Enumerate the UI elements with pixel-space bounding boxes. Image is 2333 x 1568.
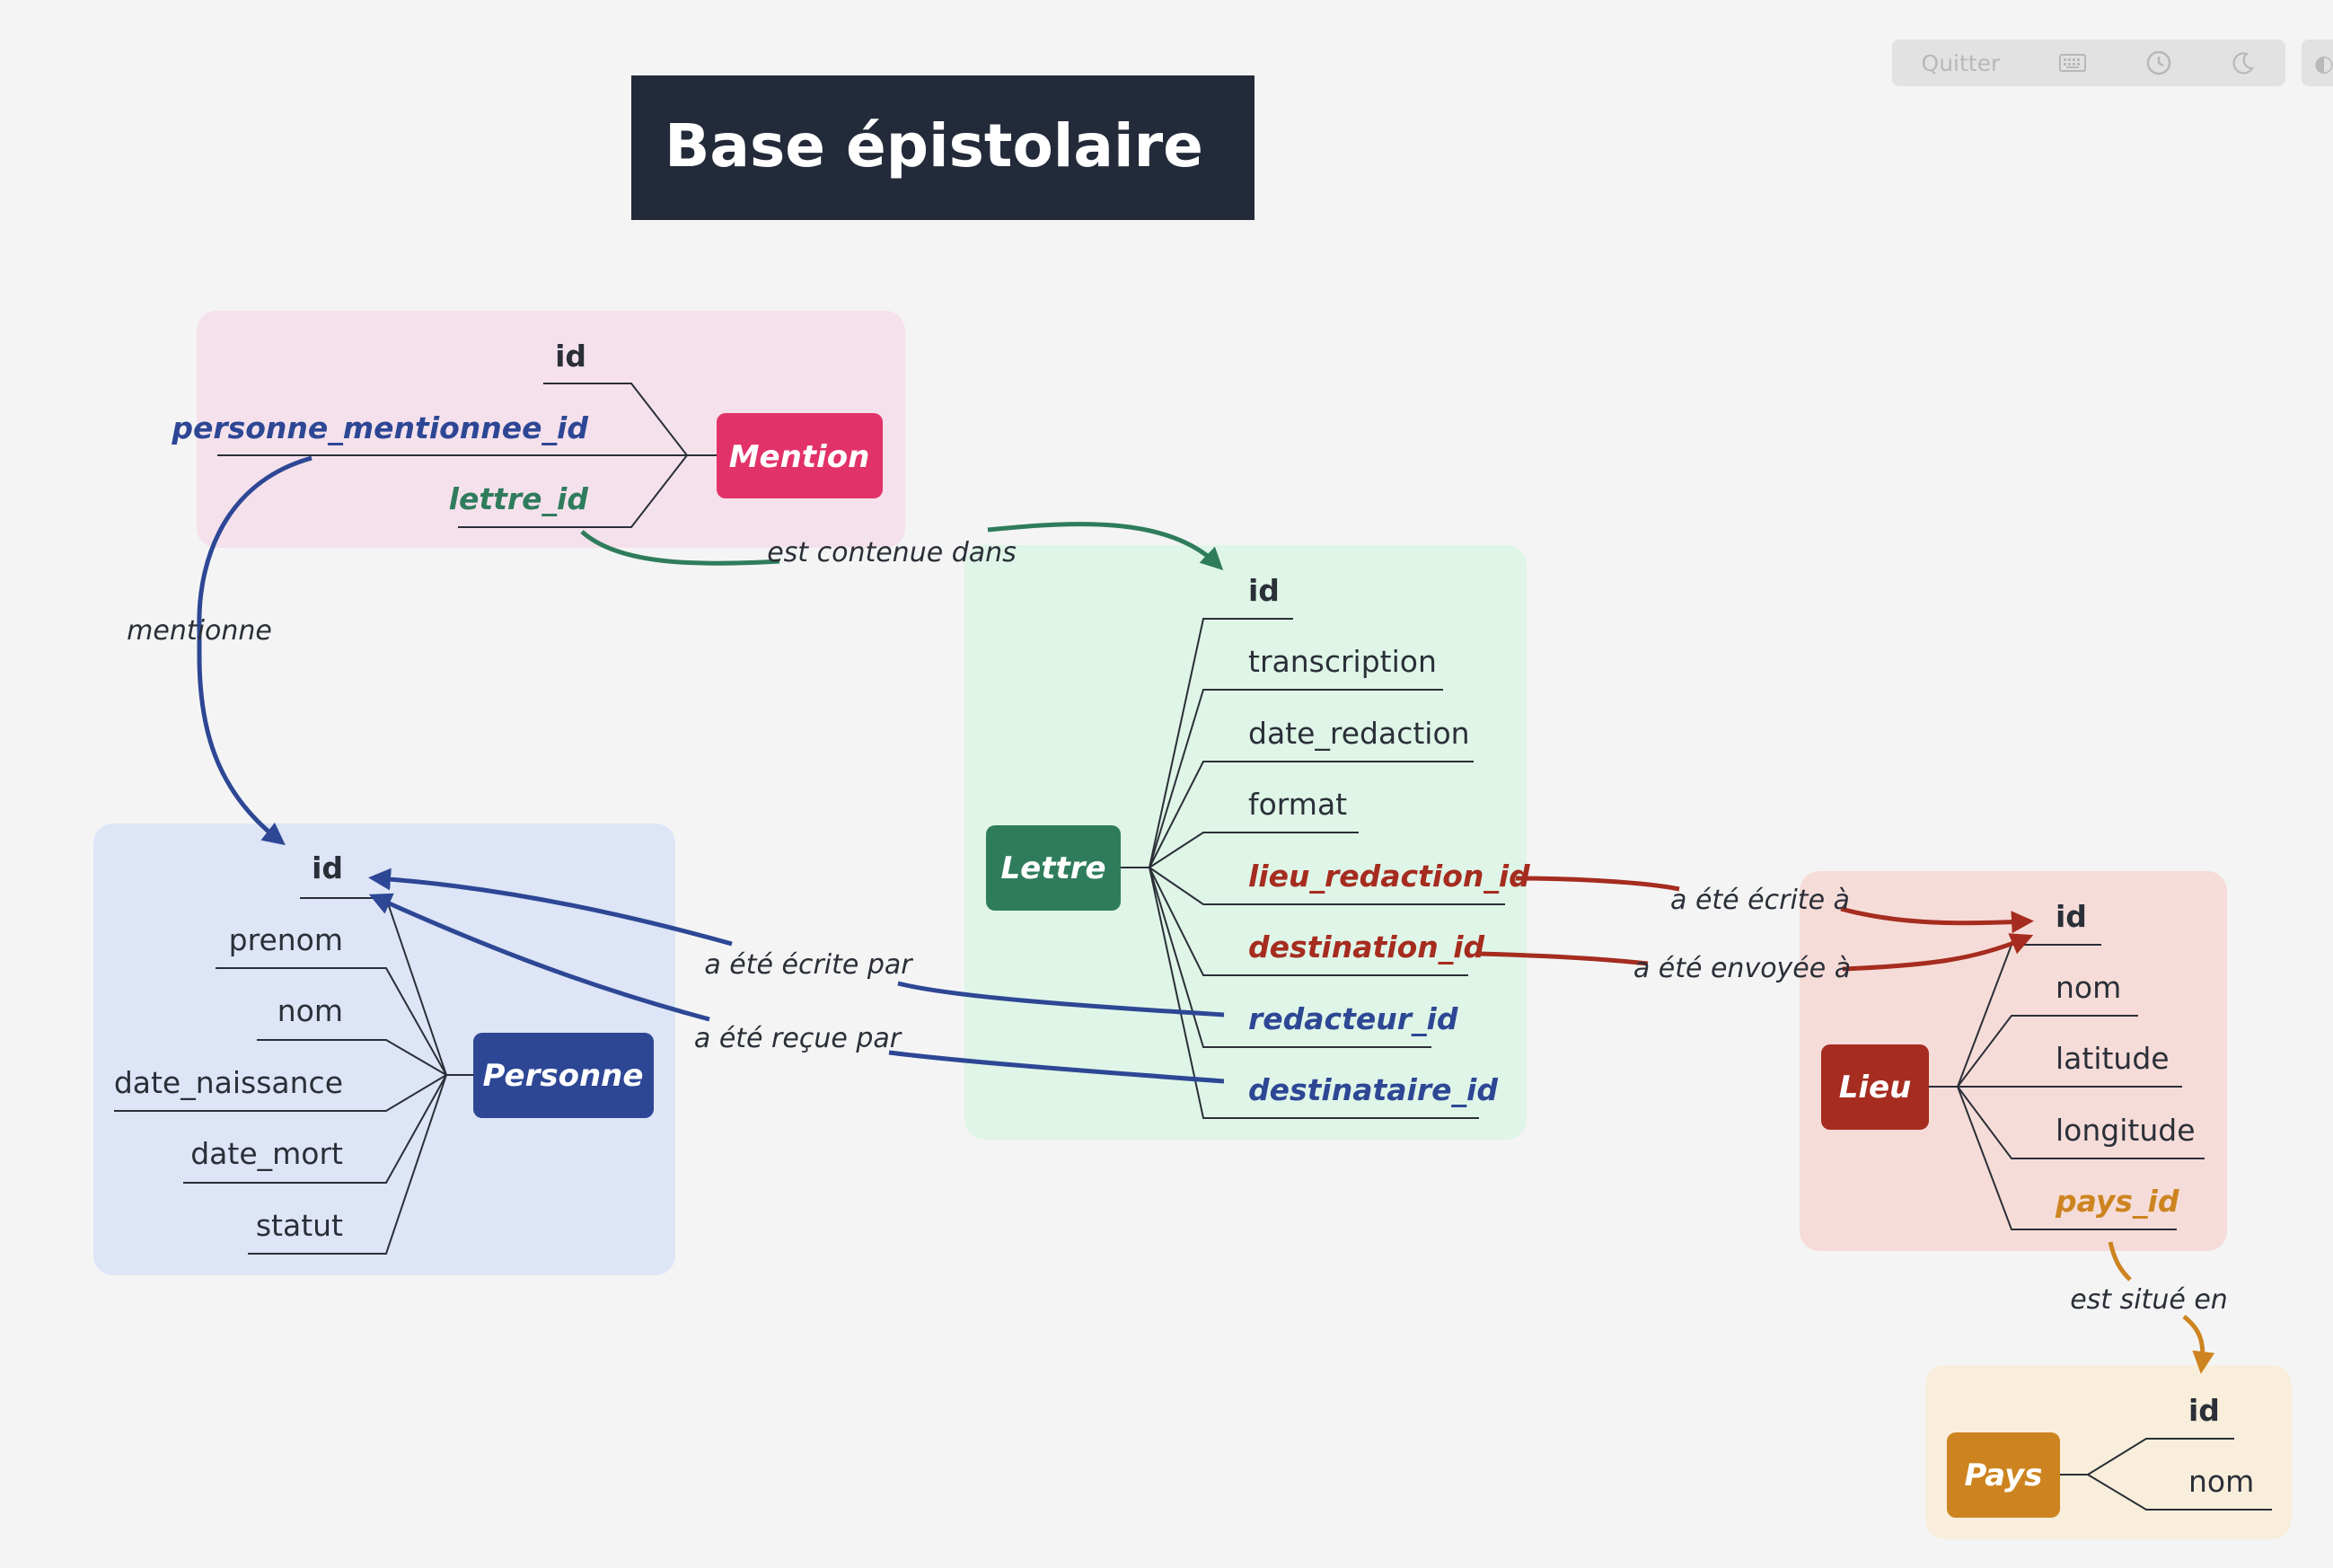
- mention-field-id: id: [555, 339, 586, 374]
- lieu-node-label: Lieu: [1839, 1070, 1912, 1106]
- pays-node[interactable]: [1947, 1432, 2060, 1518]
- relation-a-ete-recue-par-arrow: [377, 898, 1225, 1084]
- personne-field-date-mort: date_mort: [190, 1136, 343, 1171]
- relation-est-situe-en-label: est situé en: [2070, 1284, 2228, 1316]
- relation-a-ete-envoyee-a-label: a été envoyée à: [1633, 953, 1851, 984]
- personne-field-date-naissance: date_naissance: [114, 1065, 343, 1100]
- personne-field-statut: statut: [256, 1208, 343, 1243]
- lieu-field-longitude: longitude: [2056, 1113, 2196, 1148]
- pays-field-nom: nom: [2188, 1464, 2254, 1499]
- lettre-zone: [964, 545, 1527, 1140]
- lettre-field-redacteur-id: redacteur_id: [1248, 1001, 1458, 1036]
- pays-node-label: Pays: [1964, 1458, 2042, 1493]
- mention-node-label: Mention: [729, 439, 870, 475]
- pays-field-id: id: [2188, 1393, 2220, 1428]
- relation-a-ete-ecrite-a-label: a été écrite à: [1670, 885, 1850, 916]
- relation-a-ete-recue-par-label: a été reçue par: [694, 1023, 902, 1054]
- lettre-field-destinataire-id: destinataire_id: [1248, 1072, 1498, 1107]
- relation-est-contenue-dans-arrow: [580, 522, 1217, 564]
- lettre-field-destination-id: destination_id: [1248, 929, 1485, 965]
- lettre-field-transcription: transcription: [1248, 644, 1437, 679]
- page-title: Base épistolaire: [665, 111, 1203, 181]
- lieu-field-pays-id: pays_id: [2055, 1184, 2179, 1219]
- personne-zone: [93, 824, 675, 1275]
- pays-entity: [2060, 1438, 2272, 1511]
- lieu-field-id: id: [2056, 899, 2087, 934]
- lettre-field-id: id: [1248, 573, 1280, 608]
- keyboard-icon: [2059, 54, 2087, 72]
- personne-field-id: id: [312, 850, 343, 885]
- relation-a-ete-ecrite-a-arrow: [1515, 876, 2025, 923]
- lettre-entity: [1121, 618, 1505, 1119]
- lieu-field-nom: nom: [2056, 970, 2121, 1005]
- lettre-field-format: format: [1248, 787, 1347, 822]
- mention-field-personne-mentionnee-id: personne_mentionnee_id: [171, 410, 588, 445]
- lettre-node[interactable]: [986, 825, 1121, 911]
- keyboard-button[interactable]: [2046, 40, 2100, 86]
- mention-entity: [217, 383, 717, 528]
- lieu-field-latitude: latitude: [2056, 1041, 2170, 1076]
- lettre-node-label: Lettre: [1000, 850, 1105, 886]
- quit-button[interactable]: Quitter: [1909, 40, 2013, 86]
- relation-a-ete-envoyee-a-arrow: [1479, 938, 2025, 972]
- title-box: [631, 75, 1255, 220]
- lieu-entity: [1929, 944, 2205, 1230]
- personne-node[interactable]: [473, 1033, 654, 1118]
- mention-node[interactable]: [717, 413, 883, 498]
- toolbar: Quitter: [1892, 40, 2285, 86]
- quit-label: Quitter: [1921, 49, 2001, 76]
- personne-node-label: Personne: [483, 1058, 644, 1094]
- clipped-icon: ◐: [2314, 49, 2333, 76]
- personne-field-prenom: prenom: [229, 922, 343, 957]
- toolbar-overflow[interactable]: ◐: [2302, 40, 2333, 86]
- mention-field-lettre-id: lettre_id: [449, 481, 589, 516]
- lettre-field-lieu-redaction-id: lieu_redaction_id: [1248, 859, 1530, 894]
- relation-a-ete-ecrite-par-label: a été écrite par: [704, 949, 913, 981]
- relation-mentionne-label: mentionne: [127, 615, 272, 647]
- clock-icon: [2147, 50, 2171, 75]
- lettre-field-date-redaction: date_redaction: [1248, 716, 1470, 751]
- personne-field-nom: nom: [277, 993, 343, 1028]
- relation-a-ete-ecrite-par-arrow: [377, 878, 1225, 1017]
- lieu-node[interactable]: [1821, 1044, 1929, 1130]
- clock-button[interactable]: [2133, 40, 2185, 86]
- relation-est-situe-en-arrow: [2108, 1241, 2203, 1365]
- relation-est-contenue-dans-label: est contenue dans: [767, 537, 1017, 568]
- moon-icon: [2232, 52, 2255, 75]
- relation-mentionne-arrow: [197, 455, 313, 846]
- dark-mode-button[interactable]: [2218, 40, 2268, 86]
